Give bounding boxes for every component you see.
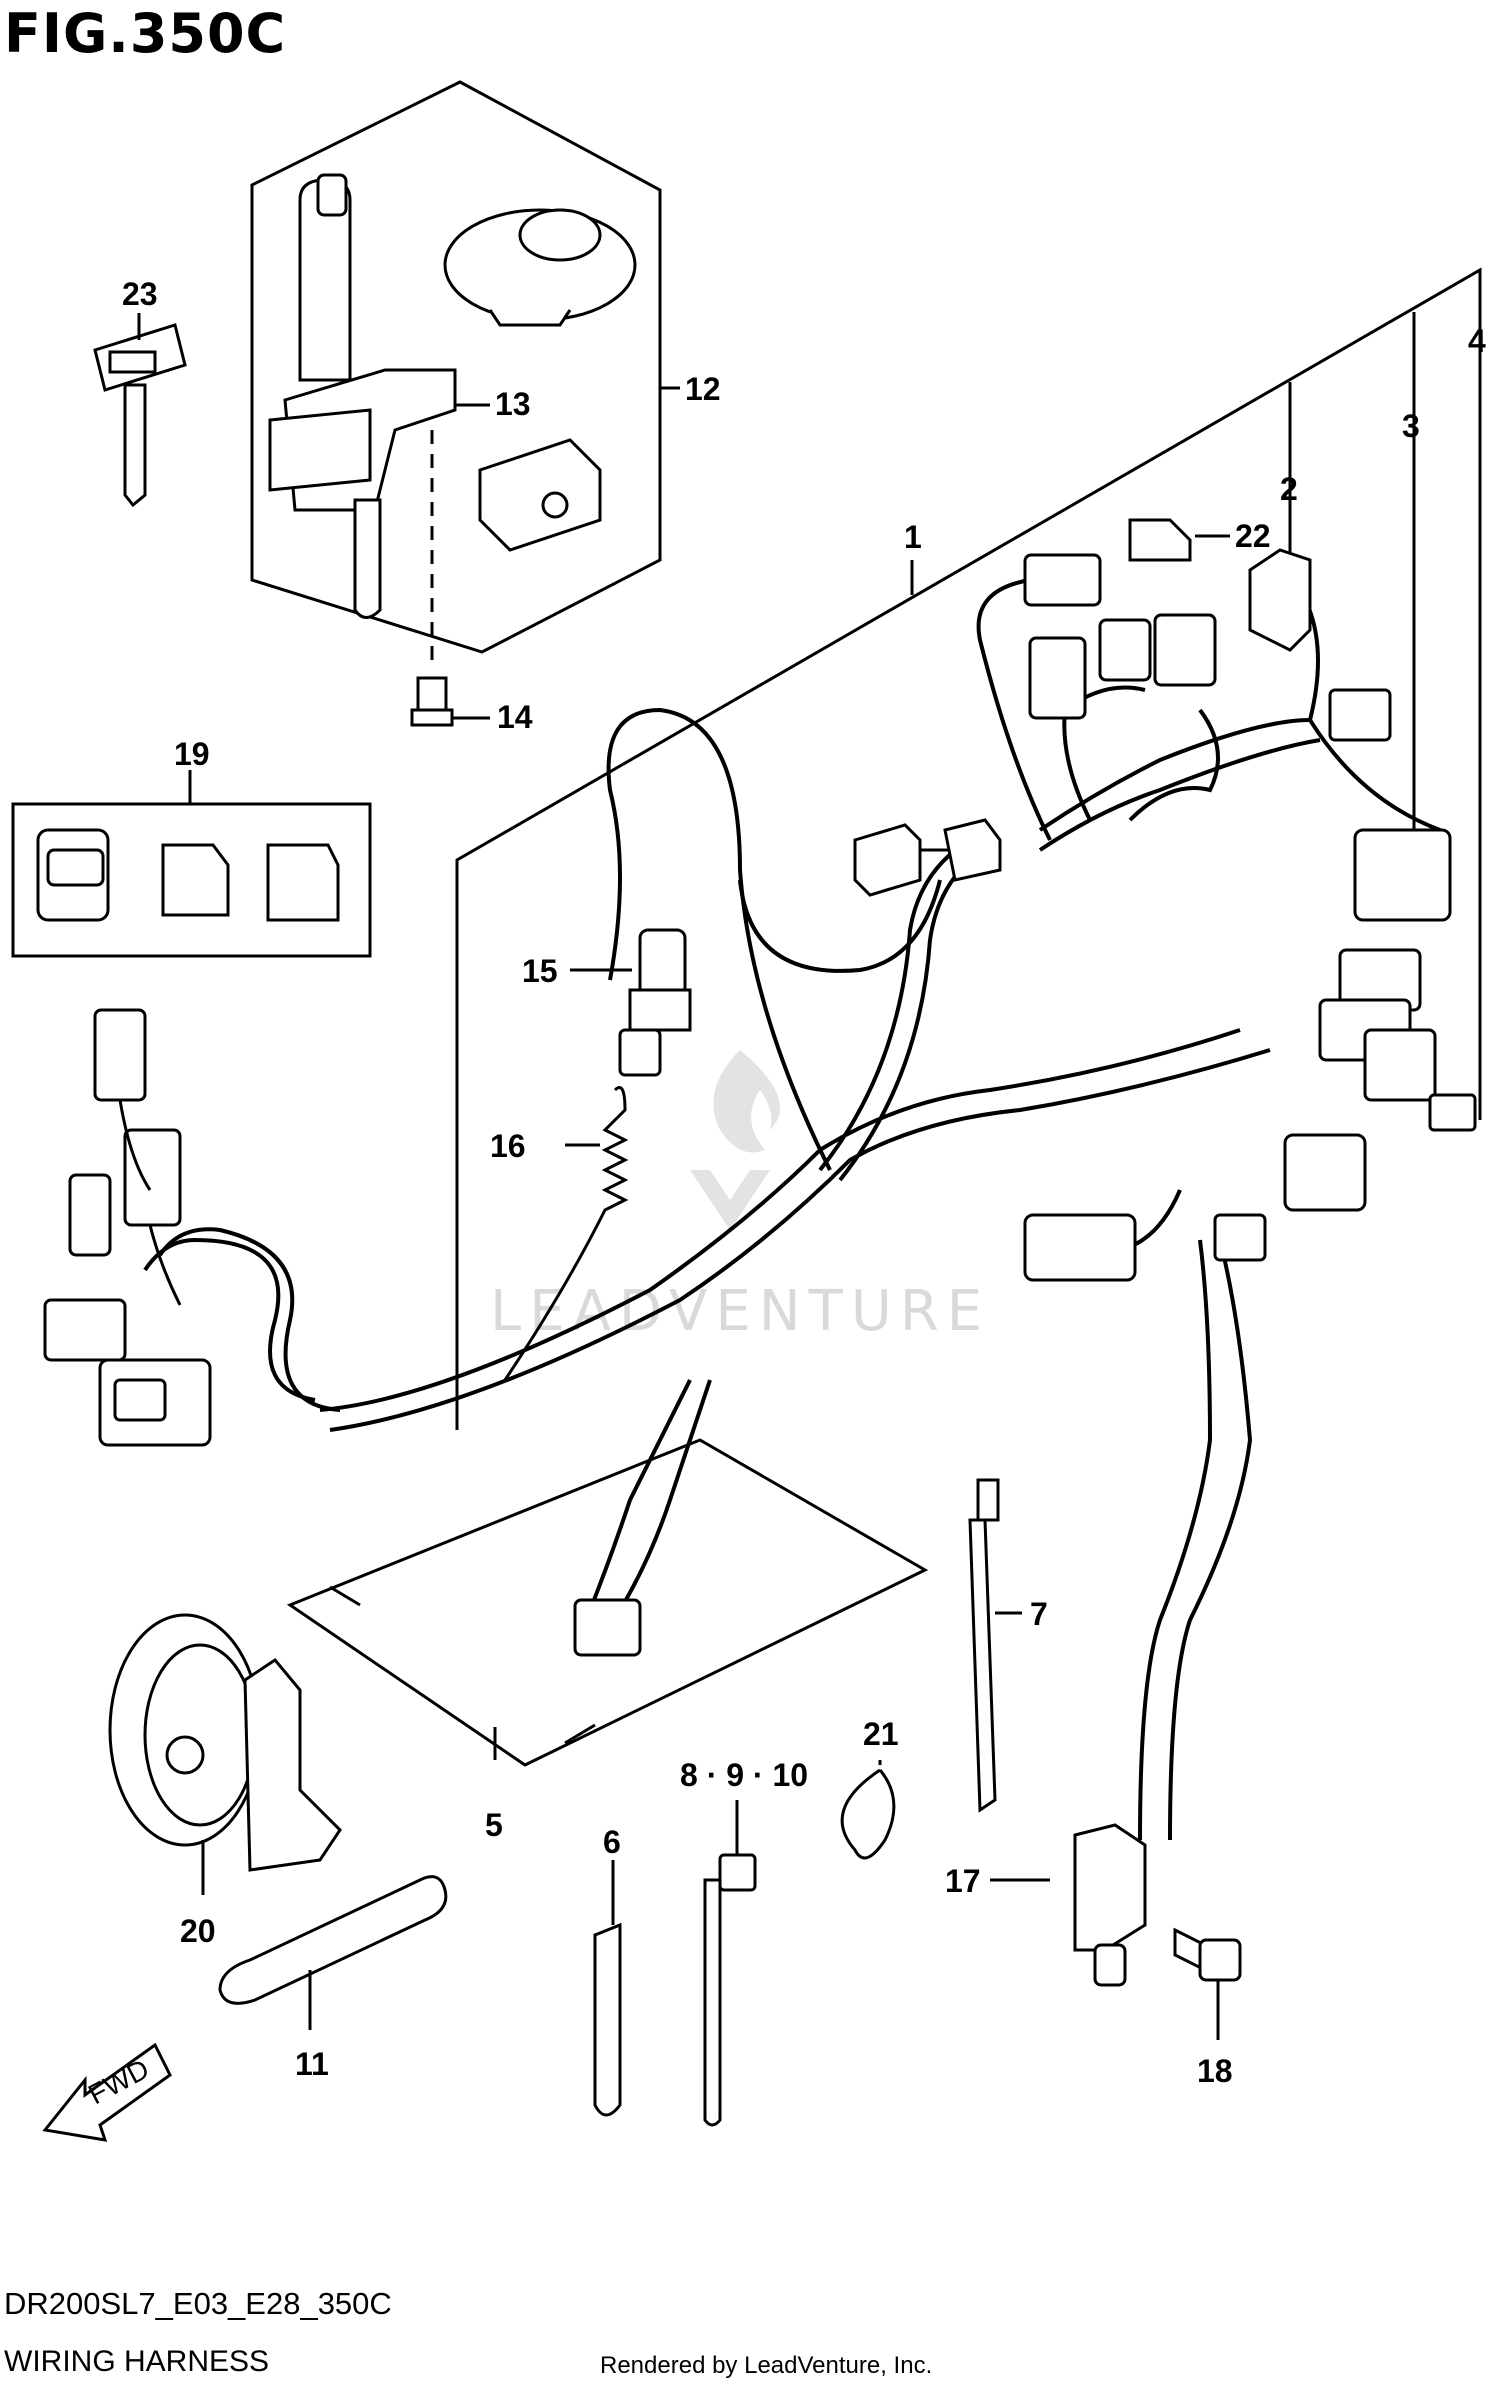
label-2: 2	[1280, 471, 1298, 507]
figure-title: FIG.350C	[4, 2, 287, 65]
brake-switch-15	[570, 818, 1002, 1077]
connector-box-19	[11, 770, 372, 958]
label-7: 7	[1030, 1596, 1048, 1632]
horn-20	[108, 1613, 342, 1895]
right-connectors	[1023, 948, 1477, 1282]
fwd-arrow: FWD	[42, 2042, 172, 2142]
label-22: 22	[1235, 518, 1271, 554]
clip-21	[840, 1760, 896, 1860]
figure-code: DR200SL7_E03_E28_350C	[4, 2286, 392, 2321]
upper-right-connectors	[1023, 518, 1452, 922]
band-11	[218, 1875, 448, 2030]
label-5: 5	[485, 1807, 503, 1843]
left-connectors	[43, 1008, 212, 1447]
label-6: 6	[603, 1824, 621, 1860]
bolt-18	[1173, 1927, 1242, 2040]
key-23	[93, 313, 187, 508]
label-15: 15	[522, 953, 558, 989]
label-1: 1	[904, 519, 922, 555]
label-17: 17	[945, 1863, 981, 1899]
label-19: 19	[174, 736, 210, 772]
clamp-6	[593, 1860, 622, 2117]
label-21: 21	[863, 1716, 899, 1752]
sensor-17	[990, 1823, 1147, 1987]
label-3: 3	[1402, 408, 1420, 444]
ignition-switch-group	[250, 80, 680, 727]
label-13: 13	[495, 386, 531, 422]
main-harness	[143, 578, 1441, 1841]
label-12: 12	[685, 371, 721, 407]
plate-5	[286, 1438, 929, 1767]
watermark: LEADVENTURE	[490, 1050, 990, 1344]
tie-8-10	[703, 1800, 757, 2127]
label-20: 20	[180, 1913, 216, 1949]
label-14: 14	[497, 699, 533, 735]
label-18: 18	[1197, 2053, 1233, 2089]
watermark-text: LEADVENTURE	[490, 1279, 990, 1344]
label-8-9-10: 8 · 9 · 10	[680, 1757, 808, 1793]
label-11: 11	[295, 2046, 329, 2082]
callout-labels: 23 12 13 14 19 1 2 3 4 22 15 16 7 5 8 · …	[122, 276, 1486, 2089]
label-4: 4	[1468, 323, 1486, 359]
label-16: 16	[490, 1128, 526, 1164]
figure-name: WIRING HARNESS	[4, 2345, 270, 2378]
callout-brackets	[455, 267, 1482, 1430]
spring-16	[503, 1086, 629, 1381]
rendered-by: Rendered by LeadVenture, Inc.	[600, 2352, 933, 2379]
tie-7	[968, 1478, 1022, 1813]
label-23: 23	[122, 276, 158, 312]
